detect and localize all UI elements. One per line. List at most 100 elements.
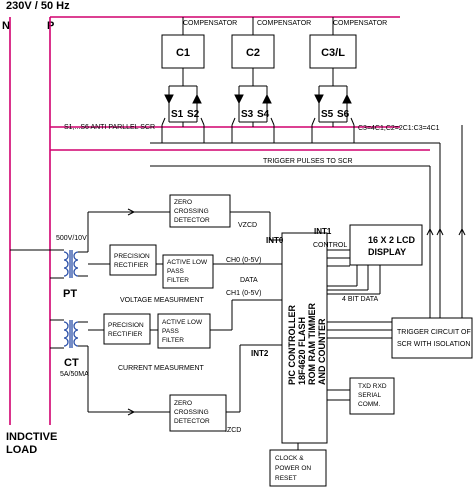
- svg-text:DETECTOR: DETECTOR: [174, 418, 210, 425]
- compensator-block-2: C2: [231, 17, 275, 86]
- ct-wiring: [50, 319, 88, 349]
- svg-text:PRECISION: PRECISION: [114, 253, 150, 260]
- lpf-2: ACTIVE LOW PASS FILTER: [157, 313, 211, 349]
- svg-text:TXD RXD: TXD RXD: [358, 383, 387, 390]
- compensator-2-label: COMPENSATOR: [257, 20, 311, 27]
- svg-text:ACTIVE LOW: ACTIVE LOW: [162, 319, 203, 326]
- scr-pair-1: [161, 85, 205, 127]
- lcd-block: 16 X 2 LCD DISPLAY: [349, 224, 423, 266]
- precision-rectifier-2: PRECISION RECTIFIER: [103, 313, 151, 345]
- compensator-block-1: C1: [161, 17, 205, 86]
- supply-title: 230V / 50 Hz: [6, 0, 70, 12]
- pic-line-2: 18F4620 FLASH: [297, 317, 307, 385]
- pic-line-1: PIC CONTROLLER: [287, 305, 297, 385]
- compensator-2-name: C2: [246, 47, 260, 59]
- svg-text:DISPLAY: DISPLAY: [368, 247, 406, 257]
- int2-label: INT2: [251, 349, 269, 358]
- serial-wiring: [327, 389, 350, 401]
- scr-label-s3: S3: [241, 109, 254, 120]
- svg-text:CROSSING: CROSSING: [174, 409, 209, 416]
- compensator-3-name: C3/L: [321, 47, 345, 59]
- lcd-wiring: [327, 249, 381, 295]
- ct-transformer: [63, 320, 79, 348]
- svg-text:PASS: PASS: [167, 268, 185, 275]
- control-label: CONTROL: [313, 242, 347, 249]
- pic-line-4: AND COUNTER: [317, 318, 327, 385]
- scr-pair-3: [311, 85, 355, 127]
- power-lines: [9, 16, 430, 425]
- four-bit-data-label: 4 BIT DATA: [342, 296, 379, 303]
- int0-label: INT0: [266, 236, 284, 245]
- ct-rating: 5A/50MA: [60, 371, 89, 378]
- zcd-top-block: ZERO CROSSING DETECTOR: [169, 194, 231, 228]
- scr-label-s5: S5: [321, 109, 334, 120]
- trigger-arrow-2: [458, 227, 466, 236]
- compensator-block-3: C3/L: [309, 17, 357, 86]
- scr-label-s6: S6: [337, 109, 350, 120]
- voltage-measurement-label: VOLTAGE MEASURMENT: [120, 297, 204, 304]
- izcd-label: IZCD: [225, 427, 241, 434]
- svg-text:TRIGGER CIRCUIT OF: TRIGGER CIRCUIT OF: [397, 329, 471, 336]
- svg-text:RECTIFIER: RECTIFIER: [114, 262, 149, 269]
- svg-text:RESET: RESET: [275, 475, 297, 482]
- capacitor-ratio: C3=4C1,C2=2C1:C3=4C1: [358, 125, 440, 132]
- pt-wiring: [10, 249, 88, 279]
- zcd-top-arrow: [127, 208, 136, 216]
- zcd-top-wiring: [87, 211, 282, 252]
- ch1-label: CH1 (0-5V): [226, 290, 261, 297]
- svg-text:ZERO: ZERO: [174, 199, 192, 206]
- svg-text:CLOCK &: CLOCK &: [275, 455, 304, 462]
- data-label: DATA: [240, 277, 258, 284]
- svg-text:FILTER: FILTER: [162, 337, 184, 344]
- serial-comm-block: TXD RXD SERIAL COMM.: [349, 377, 395, 415]
- current-measurement-label: CURRENT MEASURMENT: [118, 365, 205, 372]
- lpf-1: ACTIVE LOW PASS FILTER: [162, 254, 214, 289]
- svg-text:16 X 2 LCD: 16 X 2 LCD: [368, 235, 416, 245]
- pic-controller-block: PIC CONTROLLER 18F4620 FLASH ROM RAM TIM…: [281, 232, 328, 444]
- zcd-bottom-block: ZERO CROSSING DETECTOR: [169, 394, 227, 432]
- svg-text:SERIAL: SERIAL: [358, 392, 382, 399]
- ct-label: CT: [64, 357, 79, 369]
- svg-text:COMM.: COMM.: [358, 401, 381, 408]
- trigger-arrow-1: [436, 227, 444, 236]
- vzcd-label: VZCD: [238, 222, 257, 229]
- pic-line-3: ROM RAM TIMMER: [307, 303, 317, 385]
- pt-rating: 500V/10V: [56, 235, 87, 242]
- load-line-2: LOAD: [6, 444, 37, 456]
- pt-label: PT: [63, 288, 77, 300]
- load-line-1: INDCTIVE: [6, 431, 57, 443]
- svg-text:RECTIFIER: RECTIFIER: [108, 331, 143, 338]
- scr-pair-2: [231, 85, 275, 127]
- trigger-pulse-bus: [150, 125, 463, 330]
- compensator-1-name: C1: [176, 47, 190, 59]
- clock-reset-block: CLOCK & POWER ON RESET: [269, 449, 327, 487]
- svg-text:DETECTOR: DETECTOR: [174, 217, 210, 224]
- svg-text:CROSSING: CROSSING: [174, 208, 209, 215]
- zcd-bottom-wiring: [87, 344, 282, 413]
- precision-rectifier-1: PRECISION RECTIFIER: [109, 244, 157, 276]
- pt-transformer: [63, 250, 79, 278]
- compensator-1-label: COMPENSATOR: [183, 20, 237, 27]
- svg-text:SCR WITH ISOLATION: SCR WITH ISOLATION: [397, 341, 470, 348]
- svg-text:POWER ON: POWER ON: [275, 465, 311, 472]
- current-path-wiring: [88, 299, 282, 331]
- svg-text:FILTER: FILTER: [167, 277, 189, 284]
- svg-text:ACTIVE LOW: ACTIVE LOW: [167, 259, 208, 266]
- scr-note: S1,...S6 ANTI PARLLEL SCR: [64, 124, 155, 131]
- scr-label-s2: S2: [187, 109, 200, 120]
- trigger-arrow-3: [426, 227, 434, 236]
- trigger-pulses-label: TRIGGER PULSES TO SCR: [263, 158, 353, 165]
- svg-text:PASS: PASS: [162, 328, 180, 335]
- compensator-3-label: COMPENSATOR: [333, 20, 387, 27]
- svg-text:ZERO: ZERO: [174, 400, 192, 407]
- scr-label-s1: S1: [171, 109, 184, 120]
- int1-label: INT1: [314, 227, 332, 236]
- trigger-circuit-wiring: [327, 321, 392, 339]
- scr-label-s4: S4: [257, 109, 270, 120]
- svg-text:PRECISION: PRECISION: [108, 322, 144, 329]
- zcd-bottom-arrow: [127, 408, 136, 416]
- ch0-label: CH0 (0-5V): [226, 257, 261, 264]
- trigger-circuit-block: TRIGGER CIRCUIT OF SCR WITH ISOLATION: [391, 317, 473, 359]
